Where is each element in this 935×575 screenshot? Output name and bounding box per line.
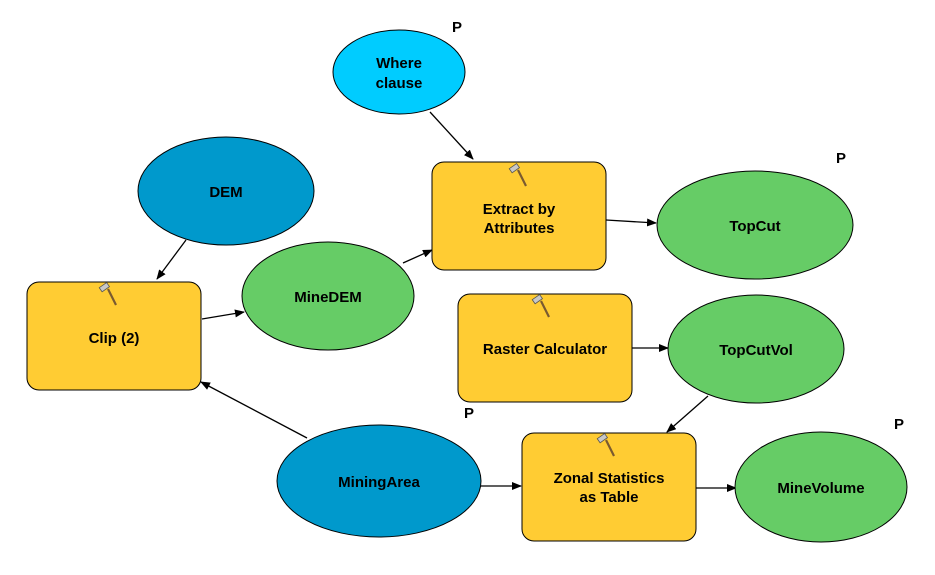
node-dem[interactable]: DEM [137, 136, 315, 246]
edge-clip-to-minedem [201, 309, 245, 320]
edge-dem-to-clip [156, 239, 187, 280]
node-label: TopCut [729, 218, 780, 235]
node-label-line-1: Extract by [483, 201, 556, 218]
edge-minedem-to-extract [402, 249, 433, 264]
node-minevolume[interactable]: MineVolume P [734, 416, 908, 543]
node-miningarea[interactable]: MiningArea [276, 424, 482, 538]
node-topcut[interactable]: TopCut P [656, 150, 854, 280]
parameter-marker: P [836, 150, 846, 167]
input-ellipse [137, 136, 315, 246]
tool-box [431, 161, 607, 271]
node-raster-calculator[interactable]: Raster Calculator P [457, 293, 633, 422]
output-ellipse [241, 241, 415, 351]
node-label-line-1: Zonal Statistics [554, 470, 665, 487]
output-ellipse [667, 294, 845, 404]
node-label-line-2: clause [376, 75, 423, 92]
edge-miningarea-to-clip [200, 381, 308, 439]
node-topcutvol[interactable]: TopCutVol [667, 294, 845, 404]
parameter-ellipse [332, 29, 466, 115]
node-label: MineVolume [777, 480, 864, 497]
node-label-line-1: Where [376, 55, 422, 72]
parameter-marker: P [894, 416, 904, 433]
node-extract-by-attributes[interactable]: Extract by Attributes [431, 161, 607, 271]
node-label: MiningArea [338, 474, 420, 491]
connectors [156, 111, 737, 492]
node-where-clause[interactable]: Where clause P [332, 19, 466, 115]
tool-box [26, 281, 202, 391]
output-ellipse [656, 170, 854, 280]
node-label-line-2: Attributes [484, 220, 555, 237]
tool-box [521, 432, 697, 542]
node-label: DEM [209, 184, 242, 201]
edge-extract-to-topcut [605, 218, 657, 227]
node-clip-2[interactable]: Clip (2) [26, 281, 202, 391]
parameter-marker: P [452, 19, 462, 36]
node-label-line-2: as Table [580, 489, 639, 506]
node-zonal-statistics-as-table[interactable]: Zonal Statistics as Table [521, 432, 697, 542]
node-label: Clip (2) [89, 330, 140, 347]
node-label: MineDEM [294, 289, 362, 306]
input-ellipse [276, 424, 482, 538]
parameter-marker: P [464, 405, 474, 422]
edge-whereclause-to-extract [429, 111, 474, 160]
node-label: Raster Calculator [483, 341, 607, 358]
edge-topcutvol-to-zonal [666, 395, 709, 433]
tool-box [457, 293, 633, 403]
node-minedem[interactable]: MineDEM [241, 241, 415, 351]
output-ellipse [734, 431, 908, 543]
node-label: TopCutVol [719, 342, 793, 359]
